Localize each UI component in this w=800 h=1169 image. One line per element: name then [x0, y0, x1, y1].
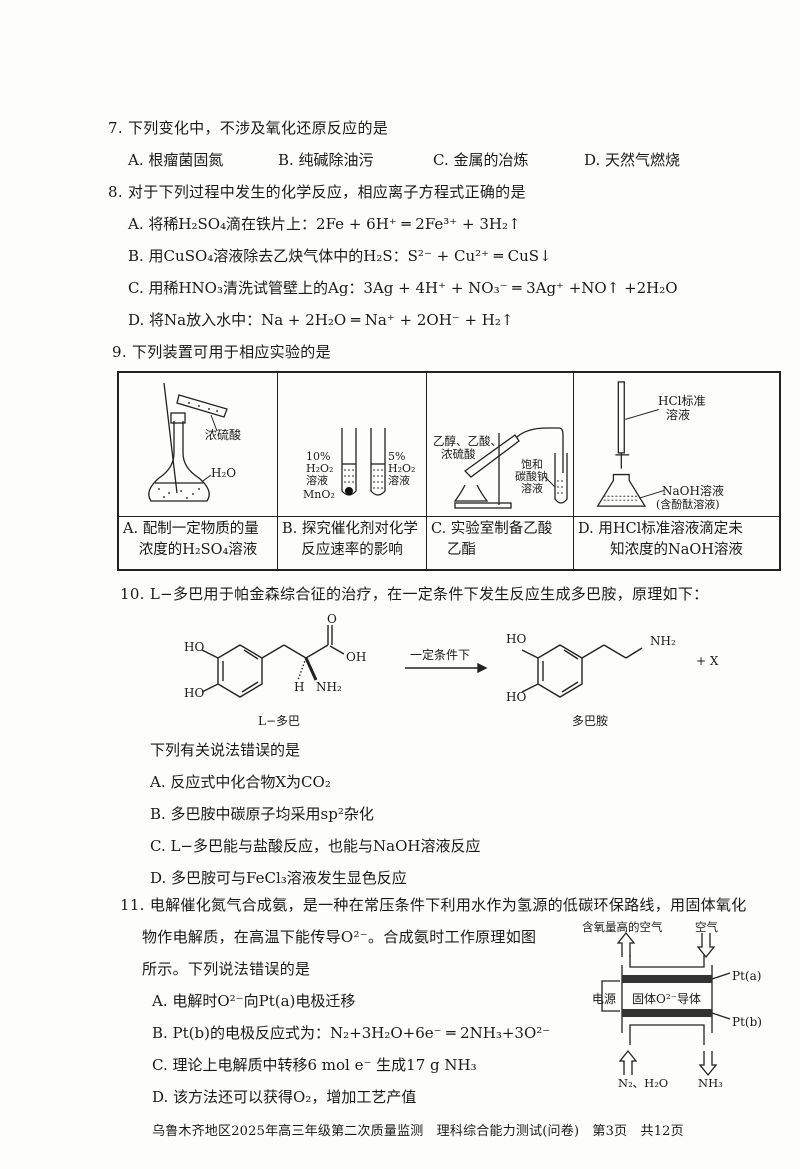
q7-option-d: D. 天然气燃烧	[584, 151, 681, 169]
caption-a-line2: 浓度的H₂SO₄溶液	[138, 542, 258, 558]
q7-option-a: A. 根瘤菌固氮	[128, 151, 224, 169]
apparatus-b-figure: 10% H₂O₂ 溶液 MnO₂ 5% H₂O₂ 溶液	[277, 371, 427, 517]
label-saturated: 饱和	[521, 458, 543, 471]
apparatus-d-figure: HCl标准 溶液 NaOH溶液 (含酚酞溶液)	[573, 371, 781, 517]
ldopa-name: L−多巴	[258, 714, 301, 728]
label-pt-b: Pt(b)	[732, 1015, 762, 1029]
esterification-setup-icon	[453, 427, 568, 509]
label-sodium-carbonate: 碳酸钠	[515, 470, 548, 483]
question-9-stem: 9. 下列装置可用于相应实验的是	[112, 343, 331, 361]
caption-b-line2: 反应速率的影响	[301, 542, 403, 558]
label-ethanol-acid: 乙醇、乙酸、	[433, 434, 502, 448]
label-h2o2-right: H₂O₂	[388, 462, 416, 475]
ldopa-h: H	[294, 680, 305, 694]
ldopa-ho-top: HO	[184, 640, 205, 654]
question-11-stem-line3: 所示。下列说法错误的是	[142, 960, 311, 978]
q11-option-d: D. 该方法还可以获得O₂，增加工艺产值	[152, 1088, 417, 1106]
reaction-condition: 一定条件下	[410, 648, 471, 662]
label-air: 空气	[695, 920, 718, 934]
ldopa-nh2: NH₂	[316, 680, 342, 694]
q11-option-a: A. 电解时O²⁻向Pt(a)电极迁移	[152, 992, 356, 1010]
q10-option-b: B. 多巴胺中碳原子均采用sp²杂化	[150, 805, 374, 823]
ldopa-ho-bottom: HO	[184, 686, 205, 700]
label-pt-a: Pt(a)	[732, 969, 762, 983]
dopamine-name: 多巴胺	[572, 714, 609, 728]
caption-a-line1: A. 配制一定物质的量	[123, 521, 259, 537]
label-solution-d: 溶液	[666, 408, 691, 422]
byproduct-x: + X	[696, 654, 719, 668]
label-phenolphthalein: (含酚酞溶液)	[656, 498, 720, 511]
titration-setup-icon	[596, 381, 665, 507]
apparatus-d-caption: D. 用HCl标准溶液滴定未 知浓度的NaOH溶液	[573, 516, 781, 571]
q11-option-c: C. 理论上电解质中转移6 mol e⁻ 生成17 g NH₃	[152, 1056, 477, 1074]
label-power-source: 电源	[592, 992, 617, 1006]
reaction-scheme-icon	[201, 625, 643, 698]
q10-sub-stem: 下列有关说法错误的是	[150, 741, 301, 759]
q7-option-b: B. 纯碱除油污	[278, 151, 374, 169]
ldopa-oh: OH	[346, 650, 367, 664]
apparatus-c-caption: C. 实验室制备乙酸 乙酯	[426, 516, 574, 571]
question-7-stem: 7. 下列变化中，不涉及氧化还原反应的是	[108, 119, 389, 137]
question-11-stem-line2: 物作电解质，在高温下能传导O²⁻。合成氨时工作原理如图	[142, 928, 537, 946]
label-water: H₂O	[211, 466, 237, 480]
label-5-percent: 5%	[388, 450, 406, 463]
page-footer: 乌鲁木齐地区2025年高三年级第二次质量监测 理科综合能力测试(问卷) 第3页 …	[152, 1124, 684, 1139]
caption-b-line1: B. 探究催化剂对化学	[282, 521, 418, 537]
caption-d-line2: 知浓度的NaOH溶液	[610, 542, 743, 558]
label-solution-right: 溶液	[388, 474, 410, 487]
q10-option-d: D. 多巴胺可与FeCl₃溶液发生显色反应	[150, 869, 407, 887]
apparatus-a-caption: A. 配制一定物质的量 浓度的H₂SO₄溶液	[117, 516, 278, 571]
question-11-stem-line1: 11. 电解催化氮气合成氨，是一种在常压条件下利用水作为氢源的低碳环保路线，用固…	[120, 896, 747, 914]
q8-option-d: D. 将Na放入水中：Na + 2H₂O ═ Na⁺ + 2OH⁻ + H₂↑	[128, 311, 514, 329]
electrolysis-cell-icon	[601, 931, 731, 1077]
question-8-stem: 8. 对于下列过程中发生的化学反应，相应离子方程式正确的是	[108, 183, 526, 201]
volumetric-flask-icon	[148, 382, 228, 502]
q7-option-c: C. 金属的冶炼	[433, 151, 529, 169]
label-mno2: MnO₂	[303, 488, 335, 501]
caption-c-line1: C. 实验室制备乙酸	[431, 521, 553, 537]
apparatus-c-figure: 乙醇、乙酸、 浓硫酸 饱和 碳酸钠 溶液	[426, 371, 574, 517]
label-h2o2-left: H₂O₂	[306, 462, 334, 475]
dopamine-ho-bottom: HO	[506, 690, 527, 704]
test-tubes-icon	[341, 428, 386, 496]
label-naoh-solution: NaOH溶液	[662, 484, 724, 498]
label-conc-sulfuric-c: 浓硫酸	[441, 447, 476, 461]
label-10-percent: 10%	[306, 450, 331, 463]
apparatus-table: 浓硫酸 H₂O 10% H₂O₂ 溶液 MnO₂ 5%	[117, 371, 781, 571]
question-10-stem: 10. L−多巴用于帕金森综合征的治疗，在一定条件下发生反应生成多巴胺，原理如下…	[120, 585, 709, 603]
q8-option-b: B. 用CuSO₄溶液除去乙炔气体中的H₂S：S²⁻ + Cu²⁺ ═ CuS↓	[128, 247, 552, 265]
dopamine-ho-top: HO	[506, 632, 527, 646]
label-solution-left: 溶液	[306, 474, 328, 487]
label-nh3: NH₃	[698, 1076, 723, 1090]
label-hcl-standard: HCl标准	[658, 394, 706, 408]
label-solid-conductor: 固体O²⁻导体	[632, 992, 701, 1006]
label-solution-c: 溶液	[521, 482, 543, 495]
label-n2-h2o: N₂、H₂O	[618, 1076, 669, 1090]
label-conc-sulfuric-acid: 浓硫酸	[205, 428, 242, 442]
dopamine-nh2: NH₂	[650, 634, 676, 648]
caption-c-line2: 乙酯	[447, 542, 476, 558]
q11-option-b: B. Pt(b)的电极反应式为：N₂+3H₂O+6e⁻ ═ 2NH₃+3O²⁻	[152, 1024, 551, 1042]
ldopa-carbonyl-o: O	[327, 612, 337, 626]
q10-option-c: C. L−多巴能与盐酸反应，也能与NaOH溶液反应	[150, 837, 481, 855]
label-oxygen-rich-air: 含氧量高的空气	[582, 920, 663, 934]
q10-option-a: A. 反应式中化合物X为CO₂	[150, 773, 331, 791]
apparatus-b-caption: B. 探究催化剂对化学 反应速率的影响	[277, 516, 427, 571]
apparatus-a-figure: 浓硫酸 H₂O	[117, 371, 278, 517]
q8-option-c: C. 用稀HNO₃清洗试管壁上的Ag：3Ag + 4H⁺ + NO₃⁻ ═ 3A…	[128, 279, 678, 297]
caption-d-line1: D. 用HCl标准溶液滴定未	[578, 521, 743, 537]
q8-option-a: A. 将稀H₂SO₄滴在铁片上：2Fe + 6H⁺ ═ 2Fe³⁺ + 3H₂↑	[128, 215, 521, 233]
